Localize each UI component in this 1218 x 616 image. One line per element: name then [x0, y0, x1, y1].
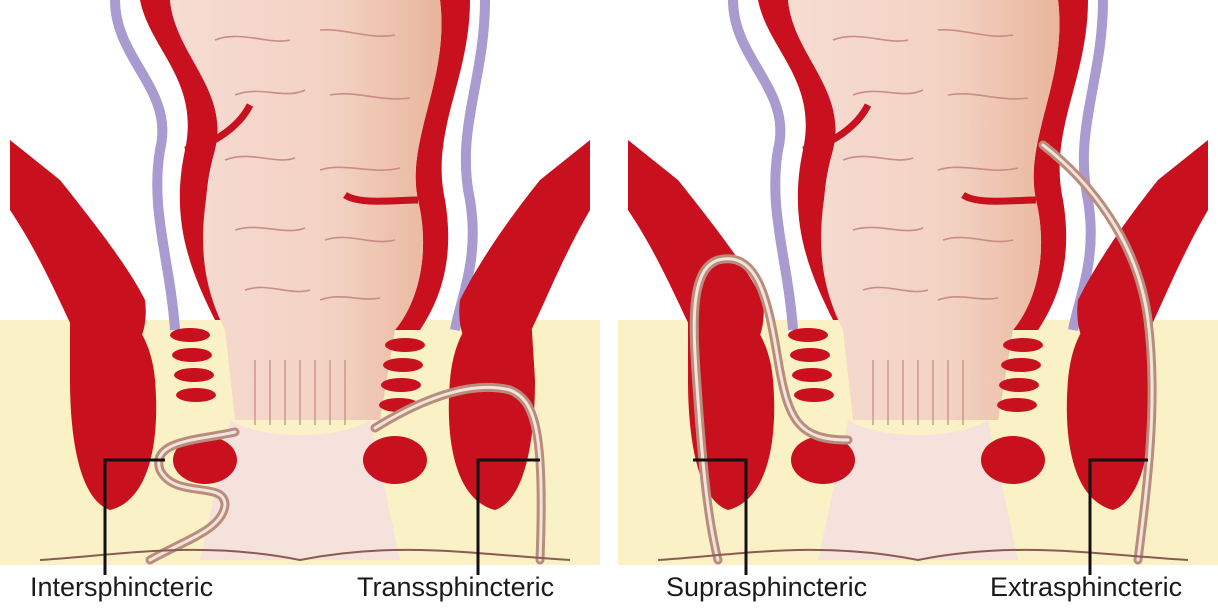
right-panel — [618, 0, 1218, 575]
subcutaneous-sphincter-right — [981, 436, 1045, 484]
label-suprasphincteric: Suprasphincteric — [666, 574, 867, 601]
label-extrasphincteric: Extrasphincteric — [990, 574, 1182, 601]
anal-canal-skin — [200, 420, 400, 560]
left-panel — [0, 0, 600, 575]
label-transsphincteric: Transsphincteric — [357, 574, 554, 601]
label-intersphincteric: Intersphincteric — [30, 574, 213, 601]
subcutaneous-sphincter-right — [363, 436, 427, 484]
